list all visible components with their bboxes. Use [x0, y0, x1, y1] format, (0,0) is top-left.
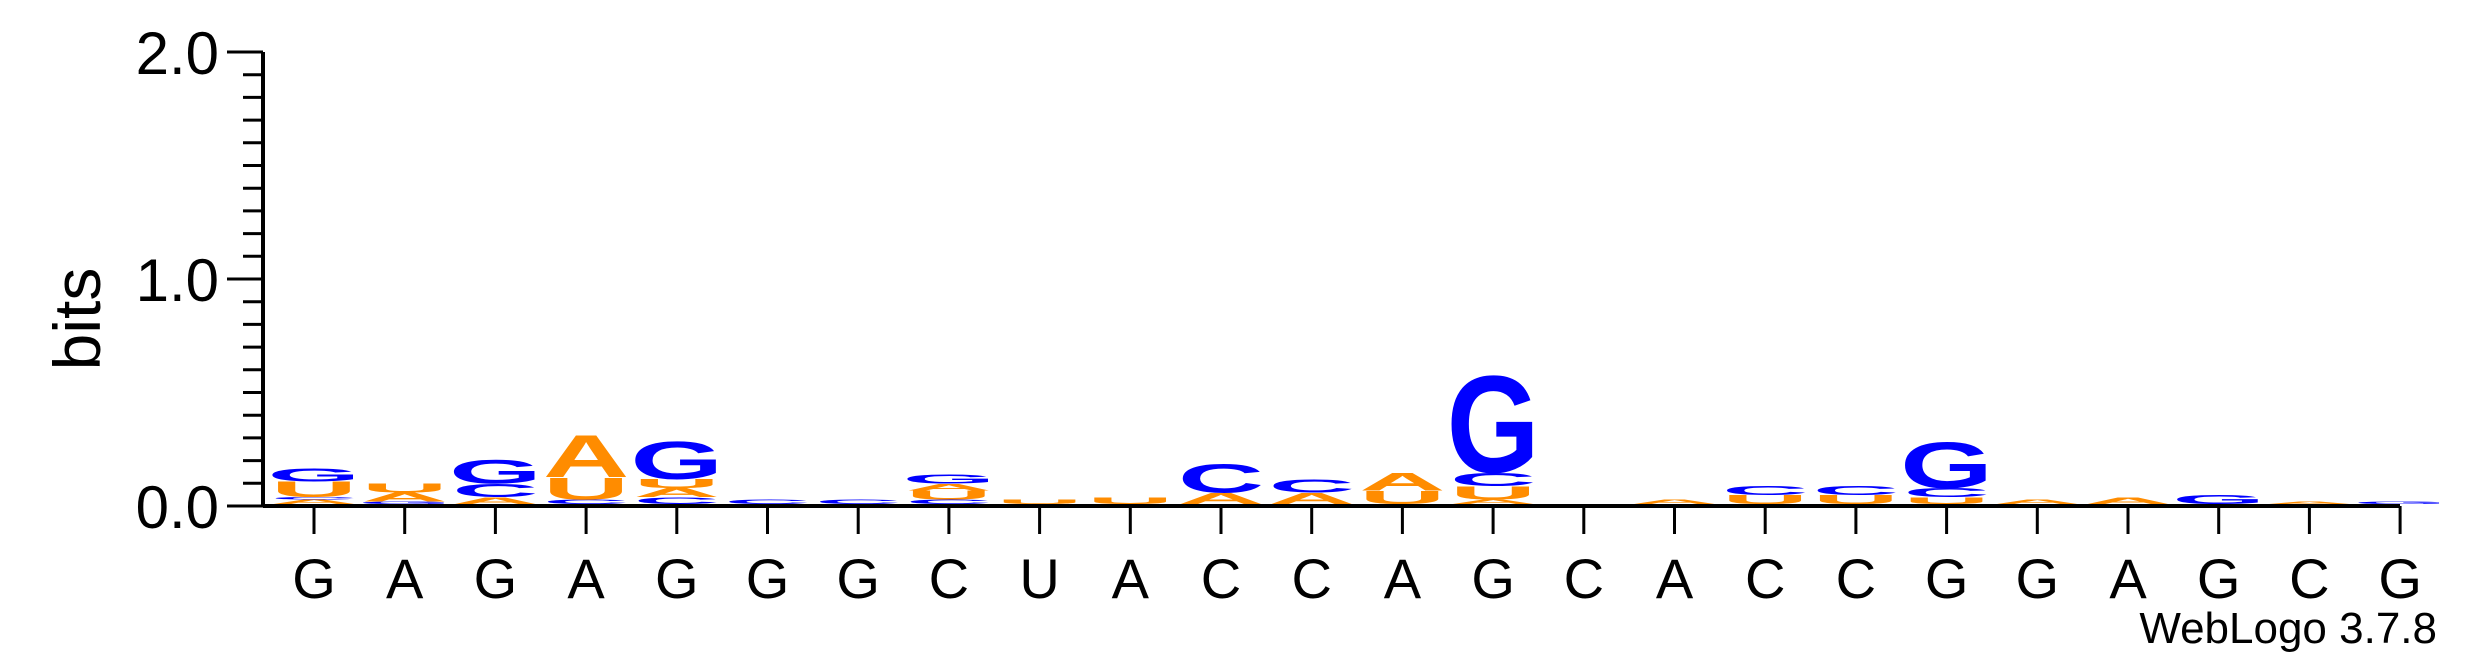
logo-letter-u: U [1722, 493, 1808, 507]
x-tick-label: G [2197, 547, 2241, 610]
logo-letter-c: C [452, 480, 538, 501]
logo-letter-a: A [906, 482, 992, 493]
weblogo-credit: WebLogo 3.7.8 [2139, 604, 2437, 653]
x-tick-label: G [655, 547, 699, 610]
logo-letter-a: A [1631, 498, 1717, 505]
logo-letter-u: U [1087, 495, 1173, 506]
logo-letter-c: C [1722, 483, 1808, 497]
logo-letter-c: C [543, 498, 629, 505]
x-tick-label: A [567, 547, 605, 610]
logo-letter-c: C [1813, 483, 1899, 497]
x-tick-label: G [2378, 547, 2422, 610]
y-axis-label: bits [40, 268, 114, 371]
logo-letter-u: U [906, 488, 992, 502]
logo-letter-g: G [630, 430, 723, 490]
logo-letter-c: C [815, 498, 901, 505]
logo-letter-c: C [271, 497, 357, 501]
y-tick-label: 0.0 [136, 474, 219, 541]
logo-letter-u: U [1359, 487, 1445, 508]
logo-letter-c: C [1178, 455, 1264, 501]
logo-letter-u: U [996, 498, 1082, 505]
logo-letter-c: C [634, 495, 720, 506]
logo-letter-g: G [1900, 429, 1993, 502]
x-tick-label: C [1836, 547, 1876, 610]
x-tick-label: C [1291, 547, 1331, 610]
logo-letter-a: A [1178, 490, 1264, 508]
x-tick-label: G [292, 547, 336, 610]
x-tick-label: C [929, 547, 969, 610]
logo-letter-g: G [902, 472, 995, 486]
logo-letter-g: G [449, 452, 542, 491]
x-tick-label: C [2289, 547, 2329, 610]
logo-letter-g: G [358, 501, 451, 505]
logo-letter-u: U [1813, 493, 1899, 507]
logo-letter-a: A [1450, 498, 1536, 505]
x-tick-label: A [386, 547, 424, 610]
logo-letter-a: A [543, 423, 629, 490]
logo-letter-c: C [1269, 476, 1355, 497]
logo-letter-a: A [452, 495, 538, 506]
x-tick-label: C [1745, 547, 1785, 610]
x-tick-label: G [1471, 547, 1515, 610]
x-tick-label: G [746, 547, 790, 610]
logo-letter-a: A [1994, 498, 2080, 505]
logo-letter-c: C [724, 498, 810, 505]
x-tick-label: G [1925, 547, 1969, 610]
logo-letter-a: A [271, 498, 357, 505]
logo-letter-g: G [2354, 501, 2447, 505]
x-tick-label: G [2016, 547, 2060, 610]
x-tick-label: A [1656, 547, 1694, 610]
x-tick-label: G [836, 547, 880, 610]
logo-letter-a: A [2266, 501, 2352, 505]
x-tick-label: U [1019, 547, 1059, 610]
logo-letter-u: U [543, 471, 629, 506]
logo-letter-a: A [634, 486, 720, 500]
logo-letter-u: U [1450, 483, 1536, 504]
logo-letter-a: A [1359, 468, 1445, 496]
y-tick-label: 2.0 [136, 20, 219, 87]
x-tick-label: A [2109, 547, 2147, 610]
logo-letter-u: U [1903, 495, 1989, 506]
logo-letter-u: U [362, 481, 448, 495]
logo-letter-u: U [634, 477, 720, 491]
logo-letter-a: A [1269, 490, 1355, 508]
logo-letter-a: A [362, 490, 448, 504]
logo-letter-u: U [271, 477, 357, 502]
logo-letter-g: G [268, 464, 361, 485]
x-tick-label: A [1112, 547, 1150, 610]
y-tick-label: 1.0 [136, 247, 219, 314]
logo-letter-g: G [1447, 348, 1540, 502]
x-tick-label: A [1384, 547, 1422, 610]
logo-letter-g: G [2172, 493, 2265, 507]
logo-letter-c: C [1450, 469, 1536, 490]
logo-letter-c: C [1903, 486, 1989, 500]
x-tick-label: C [1201, 547, 1241, 610]
logo-letter-a: A [2085, 495, 2171, 506]
x-tick-label: C [1564, 547, 1604, 610]
x-tick-label: G [474, 547, 518, 610]
logo-letter-c: C [906, 498, 992, 505]
